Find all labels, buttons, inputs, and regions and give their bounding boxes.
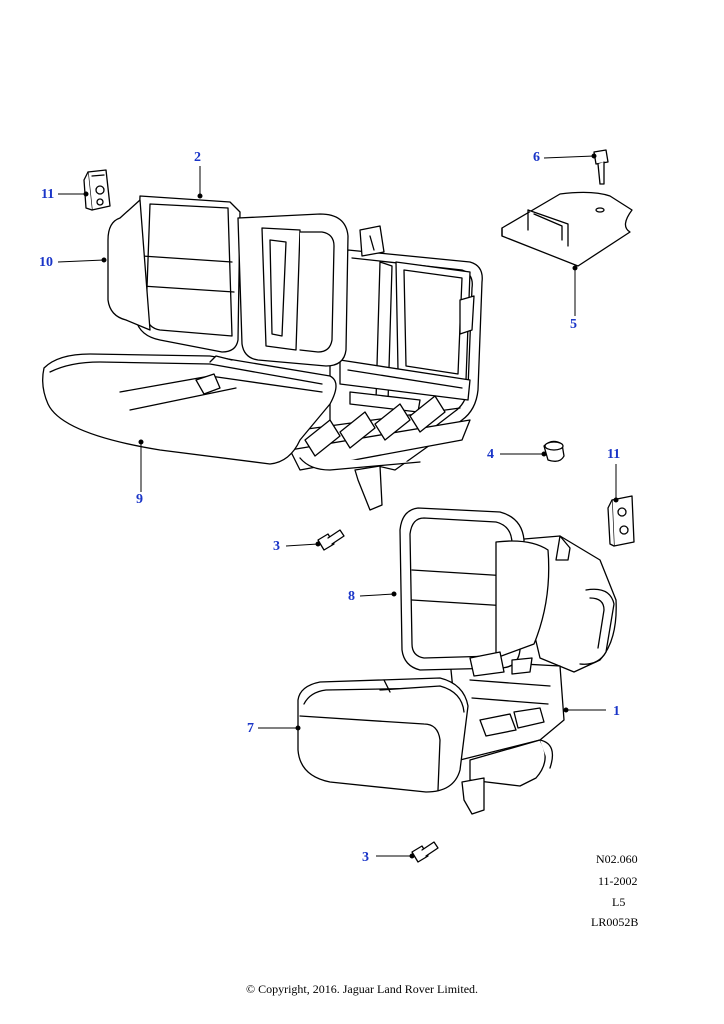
bolt-3-upper	[317, 529, 345, 551]
clip-4	[543, 440, 565, 462]
callout-6[interactable]: 6	[533, 150, 540, 165]
callout-5[interactable]: 5	[570, 317, 577, 332]
bracket-11-right	[607, 495, 635, 547]
single-cushion	[297, 677, 469, 793]
single-backrest	[399, 507, 550, 677]
leader-lines	[57, 153, 619, 859]
bench-cushion	[42, 353, 337, 465]
callout-1[interactable]: 1	[613, 704, 620, 719]
single-seat-frame	[449, 535, 617, 815]
reference-code: N02.060	[596, 852, 638, 866]
callout-11-right[interactable]: 11	[607, 447, 621, 462]
bolt-6	[593, 149, 609, 185]
reference-level: L5	[612, 895, 626, 909]
reference-date: 11-2002	[598, 874, 638, 888]
bench-backrest	[107, 195, 349, 367]
bolt-3-lower	[411, 841, 439, 863]
callout-7[interactable]: 7	[247, 721, 254, 736]
callout-8[interactable]: 8	[348, 589, 355, 604]
callout-4[interactable]: 4	[487, 447, 494, 462]
illustration-id: LR0052B	[591, 915, 639, 929]
callout-10[interactable]: 10	[39, 255, 53, 270]
callout-11-top[interactable]: 11	[41, 187, 55, 202]
callout-3-upper[interactable]: 3	[273, 539, 280, 554]
bracket-11-top	[83, 169, 111, 211]
callout-3-lower[interactable]: 3	[362, 850, 369, 865]
bench-seat-frame	[289, 225, 483, 511]
callout-2[interactable]: 2	[194, 150, 201, 165]
copyright-notice: © Copyright, 2016. Jaguar Land Rover Lim…	[245, 982, 479, 996]
callout-9[interactable]: 9	[136, 492, 143, 507]
cover-plate	[501, 191, 633, 267]
